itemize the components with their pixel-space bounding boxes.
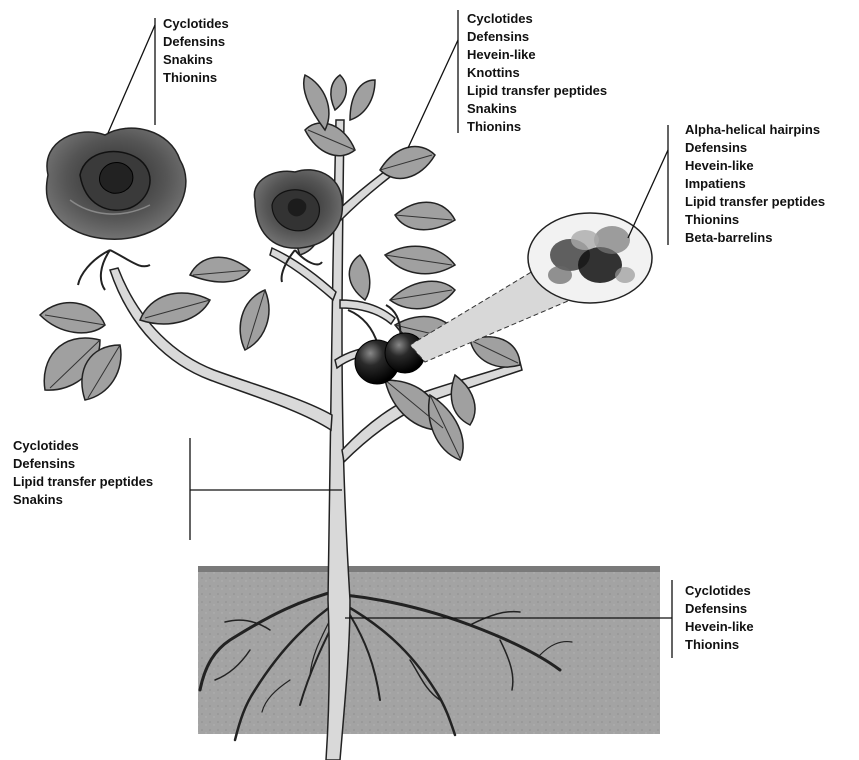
leaves-label-2: Defensins <box>467 28 607 46</box>
flower-label-3: Snakins <box>163 51 229 69</box>
roots-label-3: Hevein-like <box>685 618 754 636</box>
fruit-label-5: Lipid transfer peptides <box>685 193 825 211</box>
roots-label-4: Thionins <box>685 636 754 654</box>
leaves-peptide-list: Cyclotides Defensins Hevein-like Knottin… <box>467 10 607 136</box>
stem-peptide-list: Cyclotides Defensins Lipid transfer pept… <box>13 437 153 509</box>
stem-label-1: Cyclotides <box>13 437 153 455</box>
leaves-label-3: Hevein-like <box>467 46 607 64</box>
fruit-label-3: Hevein-like <box>685 157 825 175</box>
fruit-label-2: Defensins <box>685 139 825 157</box>
fruit-label-1: Alpha-helical hairpins <box>685 121 825 139</box>
leaves-label-1: Cyclotides <box>467 10 607 28</box>
flower-peptide-list: Cyclotides Defensins Snakins Thionins <box>163 15 229 87</box>
stem-label-4: Snakins <box>13 491 153 509</box>
leaves-label-5: Lipid transfer peptides <box>467 82 607 100</box>
roots-label-1: Cyclotides <box>685 582 754 600</box>
rose-left <box>46 128 185 290</box>
flower-label-1: Cyclotides <box>163 15 229 33</box>
roots-peptide-list: Cyclotides Defensins Hevein-like Thionin… <box>685 582 754 654</box>
leaves-label-6: Snakins <box>467 100 607 118</box>
flower-label-4: Thionins <box>163 69 229 87</box>
leaves-label-4: Knottins <box>467 64 607 82</box>
stem-label-2: Defensins <box>13 455 153 473</box>
leaves-label-7: Thionins <box>467 118 607 136</box>
fruit-label-4: Impatiens <box>685 175 825 193</box>
fruit-label-6: Thionins <box>685 211 825 229</box>
fruit-peptide-list: Alpha-helical hairpins Defensins Hevein-… <box>685 121 825 247</box>
stem-label-3: Lipid transfer peptides <box>13 473 153 491</box>
flower-label-2: Defensins <box>163 33 229 51</box>
roots-label-2: Defensins <box>685 600 754 618</box>
fruit-label-7: Beta-barrelins <box>685 229 825 247</box>
soil-block <box>198 566 660 734</box>
